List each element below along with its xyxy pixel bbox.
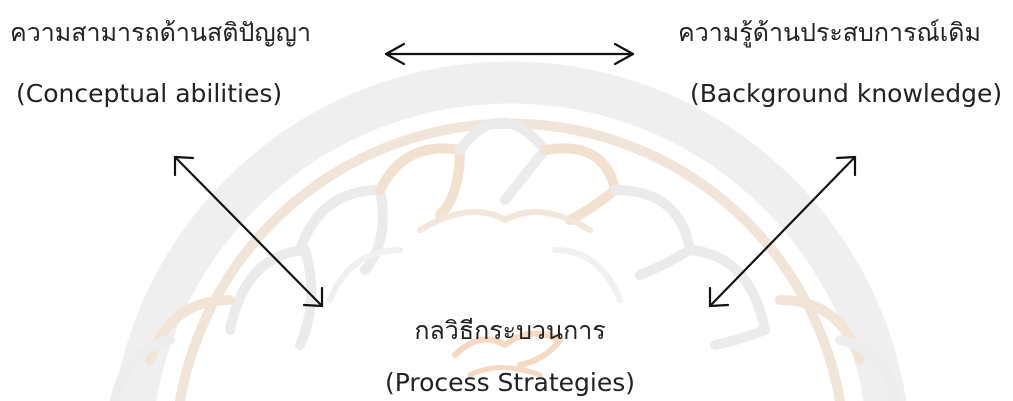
- node-background-thai: ความรู้ด้านประสบการณ์เดิม: [678, 18, 981, 47]
- node-conceptual-english: (Conceptual abilities): [16, 79, 283, 108]
- arrow-background-process: [708, 155, 857, 308]
- arrow-conceptual-process: [173, 155, 324, 308]
- arrow-conceptual-background: [384, 42, 635, 66]
- node-process-thai: กลวิธีกระบวนการ: [414, 316, 606, 345]
- node-conceptual-thai: ความสามารถด้านสติปัญญา: [10, 18, 312, 47]
- node-process-english: (Process Strategies): [385, 368, 635, 397]
- node-background-english: (Background knowledge): [690, 79, 1003, 108]
